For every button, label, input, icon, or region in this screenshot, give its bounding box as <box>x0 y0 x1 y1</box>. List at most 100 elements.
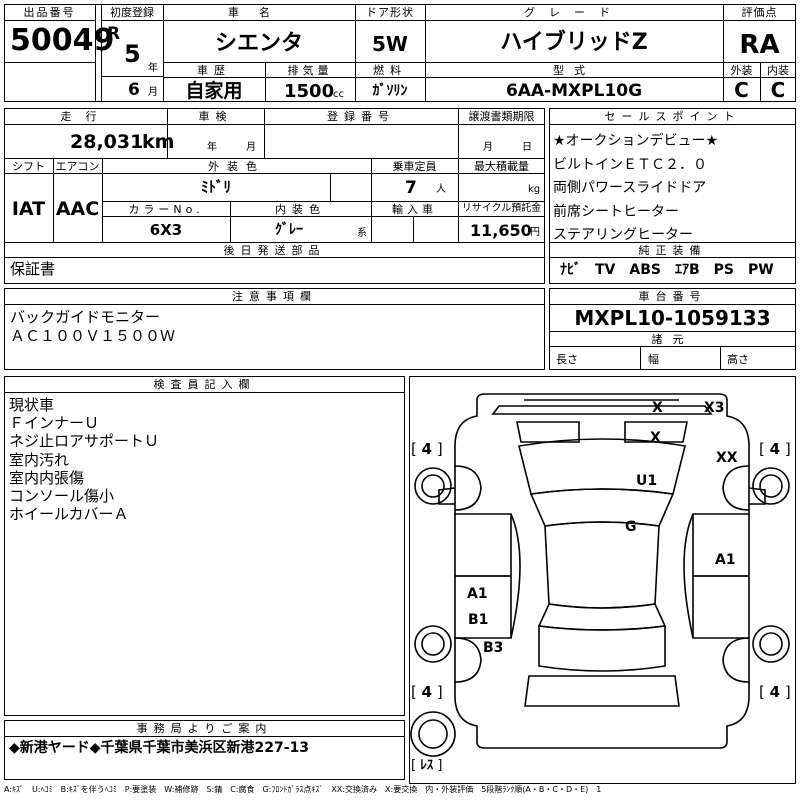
regno-label: 登録番号 <box>327 110 395 123</box>
docs-label: 譲渡書類期限 <box>468 110 535 123</box>
colorno-label: カラーNo. <box>128 203 204 216</box>
disp-unit: cc <box>333 89 344 100</box>
score: RA <box>739 30 780 60</box>
damage-mark: B1 <box>468 612 489 628</box>
tire-depth-front-right: [ 4 ] <box>759 440 791 458</box>
displacement: 1500 <box>284 81 335 102</box>
header-block <box>4 4 796 102</box>
capacity: 7 <box>405 178 417 198</box>
inspector-line: 室内汚れ <box>9 450 70 469</box>
docs-day: 日 <box>522 142 532 153</box>
int-label: 内装 <box>767 64 789 77</box>
reg-year-unit: 年 <box>148 63 158 74</box>
spare-tire: [ ﾚｽ ] <box>411 758 443 773</box>
sales-line: ★オークションデビュー★ <box>553 133 719 149</box>
recycle-unit: 円 <box>530 227 540 238</box>
door-label: ドア形状 <box>366 6 414 19</box>
car-name: シエンタ <box>214 31 303 56</box>
sales-points: ★オークションデビュー★ ビルトインＥＴＣ２．０ 両側パワースライドドア 前席シ… <box>553 130 718 248</box>
office-block <box>4 720 405 780</box>
door-type: 5W <box>372 32 408 56</box>
shift: IAT <box>11 198 46 220</box>
later-parts: 保証書 <box>10 260 56 278</box>
aircon: AAC <box>55 198 100 220</box>
load-unit: kg <box>528 184 541 195</box>
legend: A:ｷｽﾞ U:ﾍｺﾐ B:ｷｽﾞを伴うﾍｺﾐ P:要塗装 W:補修跡 S:錆 … <box>4 785 602 794</box>
body-color: ﾐﾄﾞﾘ <box>200 178 231 196</box>
fuel: ｶﾞｿﾘﾝ <box>372 83 408 99</box>
recycle-fee: 11,650 <box>470 221 532 240</box>
ext-grade: C <box>734 78 749 102</box>
inspector-label: 検査員記入欄 <box>153 378 256 391</box>
chassis-label: 車台番号 <box>638 290 707 303</box>
dims-height: 高さ <box>727 353 749 366</box>
inspector-line: ホイールカバーＡ <box>9 505 129 524</box>
import-label: 輸入車 <box>392 203 437 216</box>
load-label: 最大積載量 <box>474 160 529 173</box>
sales-line: 両側パワースライドドア <box>553 180 707 196</box>
office-label: 事務局よりご案内 <box>136 722 273 735</box>
dims-width: 幅 <box>648 353 659 366</box>
reg-month-unit: 月 <box>148 87 158 98</box>
notes-block <box>4 288 545 370</box>
inspector-notes: 現状車 ＦインナーＵ ネジ止ロアサポートＵ 室内汚れ 室内内張傷 コンソール傷小… <box>9 396 159 523</box>
docs-month: 月 <box>483 142 493 153</box>
notes-text: バックガイドモニター ＡＣ１００Ｖ１５００Ｗ <box>10 308 175 346</box>
chassis-number: MXPL10-1059133 <box>574 306 771 330</box>
capacity-label: 乗車定員 <box>392 160 437 173</box>
damage-mark: U1 <box>636 473 658 489</box>
inspection-month-unit: 月 <box>246 142 256 153</box>
disp-label: 排気量 <box>287 64 333 77</box>
reg-month: 6 <box>128 80 140 100</box>
history-label: 車歴 <box>197 64 231 77</box>
reg-era: R <box>107 24 121 44</box>
lot-label: 出品番号 <box>23 6 76 19</box>
name-label: 車名 <box>228 6 290 19</box>
sales-line: ステアリングヒーター <box>553 227 693 243</box>
score-label: 評価点 <box>741 6 778 19</box>
damage-diagram-block <box>409 376 796 784</box>
mileage-label: 走行 <box>60 110 111 123</box>
inspector-block <box>4 376 405 716</box>
details-block <box>4 108 545 284</box>
tire-depth-rear-right: [ 4 ] <box>759 683 791 701</box>
lot-number: 50049 <box>10 23 115 58</box>
interior-label: 内装色 <box>275 203 326 216</box>
grade-label: グレード <box>524 6 624 19</box>
reg-year: 5 <box>124 40 141 68</box>
reg-label: 初度登録 <box>110 6 154 19</box>
shift-label: シフト <box>12 160 45 173</box>
mileage: 28,031 <box>70 131 144 153</box>
later-parts-label: 後日発送部品 <box>223 244 326 257</box>
damage-mark: B3 <box>483 640 504 656</box>
mileage-unit: km <box>142 131 175 153</box>
model-label: 型式 <box>553 64 595 77</box>
fuel-label: 燃料 <box>373 64 407 77</box>
damage-mark: G <box>625 519 637 535</box>
inspector-line: 室内内張傷 <box>9 468 85 487</box>
dims-label: 諸元 <box>651 333 694 346</box>
tire-depth-front-left: [ 4 ] <box>411 440 443 458</box>
capacity-unit: 人 <box>436 184 446 195</box>
model-code: 6AA-MXPL10G <box>505 81 643 101</box>
damage-mark: A1 <box>467 586 488 602</box>
grade: ハイブリッドZ <box>500 30 648 55</box>
sales-line: 前席シートヒーター <box>553 203 679 220</box>
inspector-line: 現状車 <box>9 396 55 414</box>
notes-line: ＡＣ１００Ｖ１５００Ｗ <box>10 327 176 345</box>
inspection-label: 車検 <box>198 110 233 123</box>
tire-depth-rear-left: [ 4 ] <box>411 683 443 701</box>
damage-mark: X3 <box>704 400 725 416</box>
ext-label: 外装 <box>730 64 753 77</box>
color-number: 6X3 <box>149 221 183 239</box>
sales-block <box>549 108 796 284</box>
damage-mark: X <box>650 430 661 446</box>
dims-length: 長さ <box>556 353 578 366</box>
int-grade: C <box>770 78 786 102</box>
interior-color: ｸﾞﾚｰ <box>275 222 303 238</box>
color-label: 外装色 <box>208 160 265 173</box>
notes-line: バックガイドモニター <box>10 308 161 326</box>
sales-line: ビルトインＥＴＣ２．０ <box>553 156 707 173</box>
equipment: ﾅﾋﾞ TV ABS ｴｱB PS PW <box>560 262 774 278</box>
recycle-label: リサイクル預託金 <box>461 203 542 214</box>
